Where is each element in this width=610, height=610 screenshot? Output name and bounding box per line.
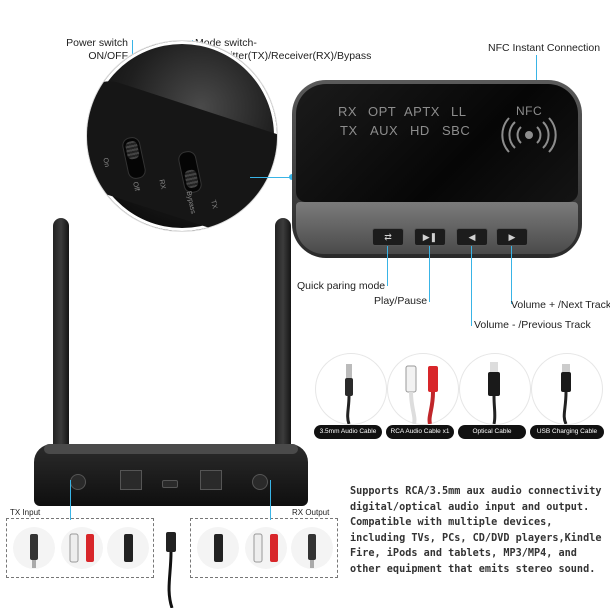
play-pause-label: Play/Pause <box>374 295 428 307</box>
power-switch-knob <box>124 140 141 161</box>
nfc-label: NFC Instant Connection <box>488 42 601 54</box>
next-icon: ▶ <box>508 232 516 242</box>
cable-circle-optical <box>460 354 530 425</box>
volume-down-label: Volume - /Previous Track <box>474 319 591 331</box>
tx-aux-port[interactable] <box>70 474 86 490</box>
mode-switch-knob <box>183 168 200 189</box>
rx-aux-port[interactable] <box>252 474 268 490</box>
rx-output-label: RX Output <box>292 508 330 517</box>
zoom-connector-line <box>250 177 294 178</box>
led-nfc: NFC <box>516 104 543 118</box>
rx-plug-circle-2 <box>245 527 287 569</box>
switch-zoom-view: On Off RX Bypass TX <box>86 40 278 232</box>
tx-plugs <box>13 527 149 569</box>
power-switch-label-line2: ON/OFF <box>88 50 128 62</box>
power-switch-label: Power switch ON/OFF <box>60 37 128 63</box>
rx-aux-plug-icon <box>308 534 316 560</box>
usb-cable-icon <box>166 532 176 608</box>
cable-circle-rca <box>388 354 458 425</box>
cable-circle-usb <box>532 354 602 425</box>
tx-port-line <box>70 480 71 520</box>
led-aux: AUX <box>370 123 399 138</box>
volume-up-label: Volume + /Next Track <box>511 299 610 311</box>
right-antenna <box>275 218 291 458</box>
tx-input-label: TX Input <box>10 508 41 517</box>
tx-optical-port[interactable] <box>120 470 142 490</box>
cable-tag-usb: USB Charging Cable <box>530 425 604 439</box>
receiver-top-edge <box>44 444 298 454</box>
receiver-device <box>34 444 308 506</box>
tx-rca-white-icon <box>69 533 79 563</box>
device-display-face <box>296 84 578 202</box>
optical-cable-icon <box>488 362 500 425</box>
led-hd: HD <box>410 123 430 138</box>
left-antenna <box>53 218 69 458</box>
led-sbc: SBC <box>442 123 471 138</box>
tx-aux-plug-icon <box>30 534 38 560</box>
pairing-icon: ⇄ <box>384 232 392 242</box>
volume-down-callout-line <box>471 246 472 326</box>
rx-rca-white-icon <box>253 533 263 563</box>
product-description: Supports RCA/3.5mm aux audio connectivit… <box>350 486 602 575</box>
cable-tag-optical: Optical Cable <box>458 425 526 439</box>
play-pause-icon: ▶❚ <box>422 232 438 242</box>
previous-button[interactable]: ◀ <box>456 228 488 246</box>
power-switch-label-line1: Power switch <box>66 37 128 49</box>
led-tx: TX <box>340 123 358 138</box>
tx-rca-red-icon <box>86 534 94 562</box>
nfc-icon <box>501 117 557 153</box>
rx-optical-plug-icon <box>214 534 223 562</box>
pairing-label: Quick paring mode <box>297 280 386 292</box>
usb-port[interactable] <box>162 480 178 488</box>
rx-plugs <box>197 527 333 569</box>
tx-plug-circle-2 <box>61 527 103 569</box>
usb-cable-small-icon <box>561 364 571 425</box>
rx-optical-port[interactable] <box>200 470 222 490</box>
cable-circle-aux <box>316 354 386 425</box>
pairing-callout-line <box>387 246 388 286</box>
led-aptx: APTX <box>404 104 440 119</box>
next-button[interactable]: ▶ <box>496 228 528 246</box>
led-rx: RX <box>338 104 358 119</box>
tx-optical-plug-icon <box>124 534 133 562</box>
rx-rca-red-icon <box>270 534 278 562</box>
volume-up-callout-line <box>511 246 512 304</box>
previous-icon: ◀ <box>468 232 476 242</box>
rca-cable-icon <box>405 365 438 425</box>
cable-tag-rca: RCA Audio Cable x1 <box>386 425 454 439</box>
play-pause-button[interactable]: ▶❚ <box>414 228 446 246</box>
rx-port-line <box>270 480 271 520</box>
tx-input-box <box>6 518 154 578</box>
aux-cable-icon <box>345 364 353 425</box>
cable-tag-aux: 3.5mm Audio Cable <box>314 425 382 439</box>
pairing-button[interactable]: ⇄ <box>372 228 404 246</box>
led-ll: LL <box>451 104 467 119</box>
rx-output-box <box>190 518 338 578</box>
led-opt: OPT <box>368 104 397 119</box>
play-callout-line <box>429 246 430 302</box>
